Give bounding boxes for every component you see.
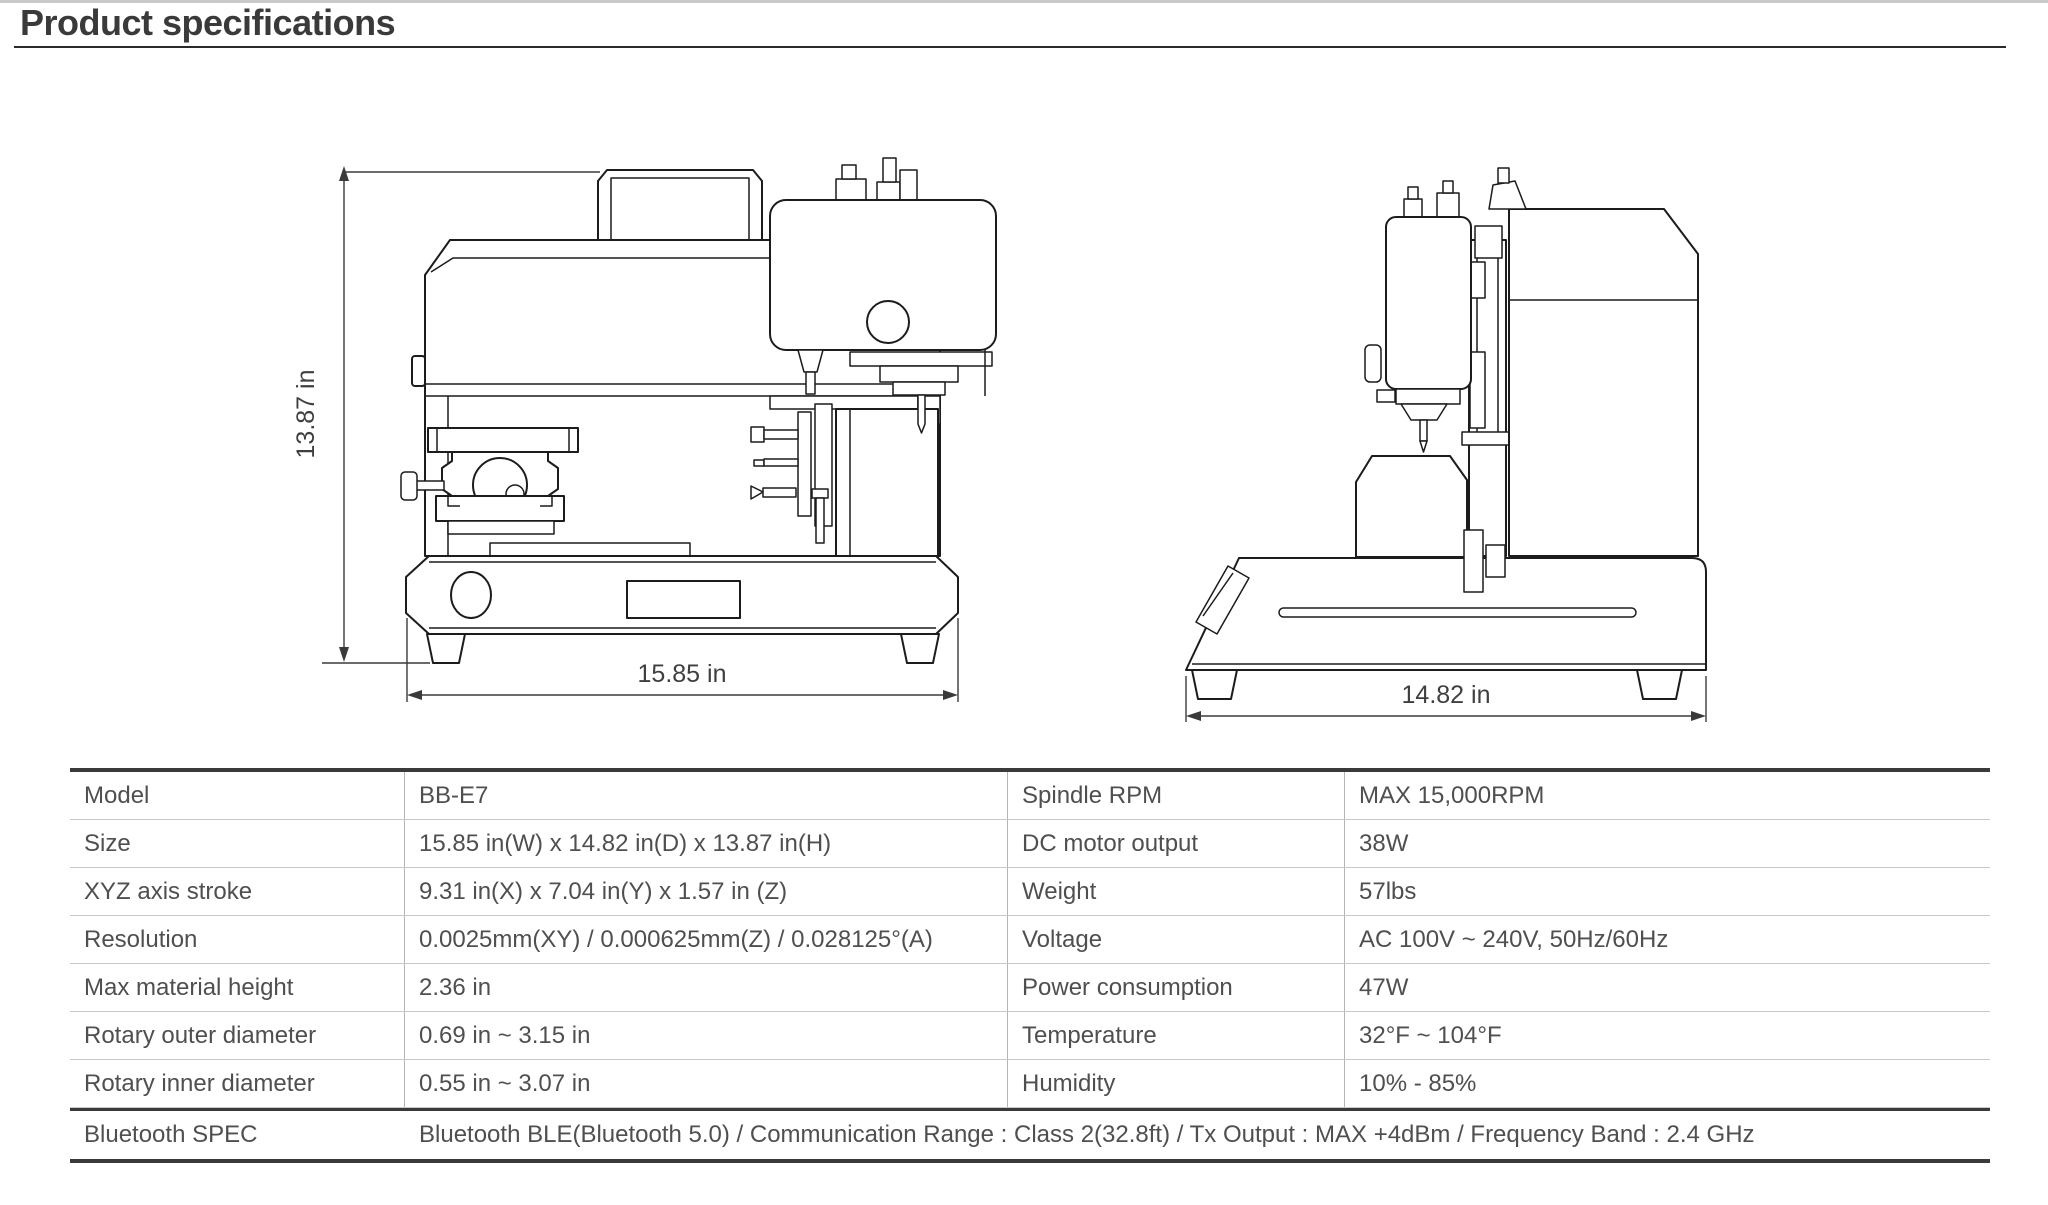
head-cover — [769, 199, 997, 351]
front-view-drawing: 13.87 in — [292, 157, 997, 702]
spec-label-cell: Resolution — [70, 916, 405, 963]
table-row: Model BB-E7 Spindle RPM MAX 15,000RPM — [70, 772, 1990, 820]
stage-table — [427, 427, 579, 453]
dimension-arrow-left-icon — [1186, 711, 1201, 721]
front-view-machine — [400, 157, 997, 664]
side-view-drawing: 14.82 in — [1185, 167, 1707, 722]
table-row: XYZ axis stroke 9.31 in(X) x 7.04 in(Y) … — [70, 868, 1990, 916]
spec-label-cell: XYZ axis stroke — [70, 868, 405, 915]
head-knob — [866, 300, 910, 344]
spec-value-cell: MAX 15,000RPM — [1359, 781, 1545, 809]
title-underline — [14, 46, 2006, 48]
width-dimension-label: 15.85 in — [638, 660, 727, 688]
rotary-handwheel — [1463, 529, 1506, 593]
front-panel — [626, 580, 741, 619]
spec-value-cell: 9.31 in(X) x 7.04 in(Y) x 1.57 in (Z) — [405, 868, 1008, 915]
tower-cap — [1488, 180, 1527, 210]
machine-base — [405, 555, 959, 664]
foot — [1636, 669, 1683, 700]
spec-label-cell: Size — [70, 820, 405, 867]
power-button — [450, 571, 492, 619]
spec-value-cell: 15.85 in(W) x 14.82 in(D) x 13.87 in(H) — [405, 820, 1008, 867]
spec-value-cell: 2.36 in — [405, 964, 1008, 1011]
spec-value-cell: BB-E7 — [405, 772, 1008, 819]
table-row: Max material height 2.36 in Power consum… — [70, 964, 1990, 1012]
tower-body — [1508, 208, 1699, 557]
machine-base-side — [1185, 557, 1707, 700]
spec-label-cell: Spindle RPM — [1008, 772, 1345, 819]
foot — [1191, 669, 1238, 700]
engraving-bit — [917, 394, 926, 434]
table-row: Resolution 0.0025mm(XY) / 0.000625mm(Z) … — [70, 916, 1990, 964]
side-latch — [411, 355, 426, 387]
depth-dimension — [1185, 676, 1707, 722]
spec-label-cell: Rotary inner diameter — [70, 1060, 405, 1107]
spec-label-cell: Rotary outer diameter — [70, 1012, 405, 1059]
spec-label-cell: Max material height — [70, 964, 405, 1011]
technical-drawings: 13.87 in — [292, 157, 1707, 722]
dimension-arrow-left-icon — [407, 690, 422, 700]
engraving-bit — [1419, 440, 1428, 453]
table-row: Size 15.85 in(W) x 14.82 in(D) x 13.87 i… — [70, 820, 1990, 868]
spec-value-cell: 47W — [1359, 973, 1409, 1001]
table-row: Rotary inner diameter 0.55 in ~ 3.07 in … — [70, 1060, 1990, 1108]
spec-value-cell: 57lbs — [1359, 877, 1417, 905]
height-dimension-label: 13.87 in — [292, 370, 320, 459]
side-view-machine — [1185, 167, 1707, 700]
depth-dimension-label: 14.82 in — [1402, 681, 1491, 709]
page-top-border — [0, 0, 2048, 3]
workpiece-block — [1355, 455, 1468, 558]
spec-value-cell: Bluetooth BLE(Bluetooth 5.0) / Communica… — [419, 1121, 1755, 1148]
spec-value-cell: 32°F ~ 104°F — [1359, 1021, 1502, 1049]
stage-side-knob — [400, 471, 418, 501]
spindle-head-unit — [769, 157, 997, 434]
spec-value-cell: AC 100V ~ 240V, 50Hz/60Hz — [1359, 925, 1669, 953]
foot — [426, 633, 466, 664]
spec-label-cell: Weight — [1008, 868, 1345, 915]
dimension-arrow-right-icon — [1691, 711, 1706, 721]
spec-value-cell: 10% - 85% — [1359, 1069, 1477, 1097]
spec-table: Model BB-E7 Spindle RPM MAX 15,000RPM Si… — [70, 768, 1990, 1163]
motor-button — [1364, 344, 1382, 383]
base-slot — [1278, 607, 1637, 618]
tool-holder — [750, 403, 833, 544]
spec-value-cell: 0.69 in ~ 3.15 in — [405, 1012, 1008, 1059]
spec-label-cell: Humidity — [1008, 1060, 1345, 1107]
xy-stage — [400, 427, 691, 557]
dimension-arrow-up-icon — [339, 166, 349, 181]
spec-label-cell: Voltage — [1008, 916, 1345, 963]
base-lever — [1195, 565, 1250, 635]
carry-handle — [597, 169, 763, 239]
height-dimension — [322, 171, 600, 664]
spec-value-cell: 0.55 in ~ 3.07 in — [405, 1060, 1008, 1107]
spec-label-cell: Temperature — [1008, 1012, 1345, 1059]
dimension-arrow-down-icon — [339, 647, 349, 662]
page-title: Product specifications — [20, 2, 396, 43]
width-dimension — [406, 618, 959, 702]
table-row: Rotary outer diameter 0.69 in ~ 3.15 in … — [70, 1012, 1990, 1060]
dimension-arrow-right-icon — [943, 690, 958, 700]
spec-label-cell: Power consumption — [1008, 964, 1345, 1011]
spec-label-cell: DC motor output — [1008, 820, 1345, 867]
spec-value-cell: 0.0025mm(XY) / 0.000625mm(Z) / 0.028125°… — [405, 916, 1008, 963]
spec-label-cell: Bluetooth SPEC — [84, 1121, 258, 1148]
spec-label-cell: Model — [70, 772, 405, 819]
spec-value-cell: 38W — [1359, 829, 1409, 857]
spindle-motor — [1364, 180, 1472, 453]
bluetooth-spec-row: Bluetooth SPEC Bluetooth BLE(Bluetooth 5… — [70, 1108, 1990, 1163]
z-axis-column — [1461, 225, 1513, 557]
foot — [900, 633, 940, 664]
